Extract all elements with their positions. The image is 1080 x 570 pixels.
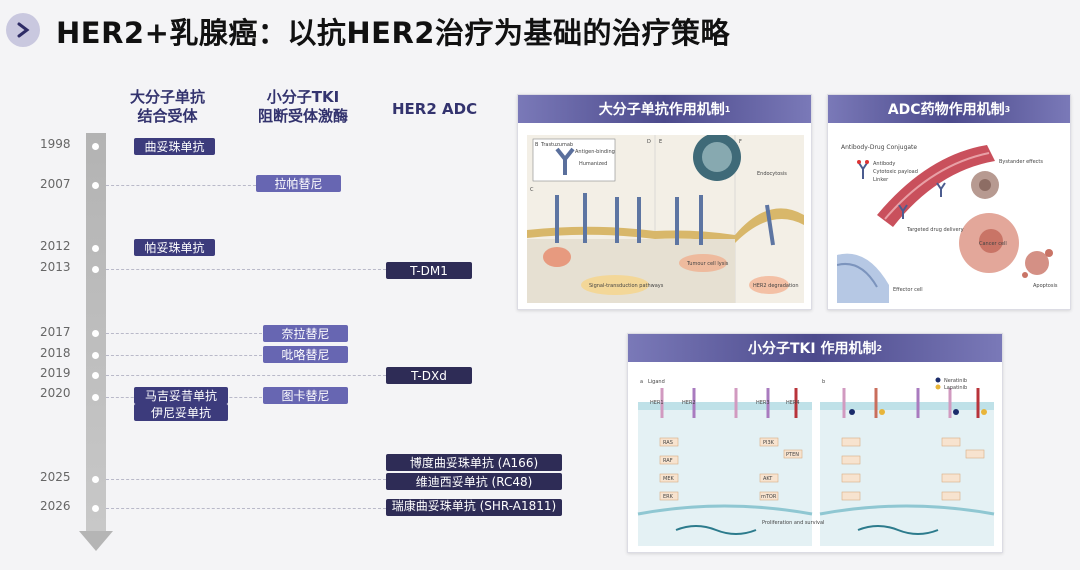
fig-label: Cytotoxic payload	[873, 169, 918, 175]
fig-label: Linker	[873, 177, 889, 183]
year-label: 2025	[40, 470, 71, 484]
adc-mechanism-figure: Antibody-Drug Conjugate Antibody Cytotox…	[837, 135, 1063, 303]
guide-line	[106, 508, 386, 509]
fig-label: PTEN	[786, 452, 799, 458]
drug-tag-trastuzumab: 曲妥珠单抗	[134, 138, 215, 155]
fig-label: HER2	[682, 400, 696, 406]
drug-tag-pyrotinib: 吡咯替尼	[263, 346, 348, 363]
fig-label: B	[535, 142, 539, 148]
guide-line	[106, 375, 386, 376]
timeline-dot	[92, 394, 99, 401]
fig-label: PI3K	[763, 440, 775, 446]
mab-mechanism-figure: B Trastuzumab Antigen-binding Humanized …	[527, 135, 804, 303]
column-heading-mab: 大分子单抗结合受体	[130, 88, 206, 125]
guide-line	[106, 269, 386, 270]
fig-label: Bystander effects	[999, 159, 1043, 165]
timeline-dot	[92, 352, 99, 359]
drug-tag-tdm1: T-DM1	[386, 262, 472, 279]
year-label: 2017	[40, 325, 71, 339]
fig-label: Antigen-binding	[575, 149, 615, 155]
year-label: 1998	[40, 137, 71, 151]
drug-tag-margetuximab: 马吉妥昔单抗	[134, 387, 228, 404]
tki-panel-a	[637, 402, 813, 546]
year-label: 2012	[40, 239, 71, 253]
fig-label: Humanized	[579, 161, 607, 167]
timeline-dot	[92, 372, 99, 379]
fig-label: Trastuzumab	[540, 142, 573, 148]
drug-tag-lapatinib: 拉帕替尼	[256, 175, 341, 192]
drug-tag-inetetamab: 伊尼妥单抗	[134, 404, 228, 421]
fig-label: Apoptosis	[1033, 283, 1058, 289]
tki-mechanism-figure: a Ligand b HER1 HER2 HER3 HER4 RAS RAF M…	[636, 374, 996, 546]
fig-label: Effector cell	[893, 287, 923, 293]
fig-label: Targeted drug delivery	[906, 227, 964, 233]
fig-label: mTOR	[761, 494, 777, 500]
year-label: 2007	[40, 177, 71, 191]
column-heading-adc: HER2 ADC	[392, 100, 478, 118]
timeline-arrow-icon	[79, 531, 113, 551]
year-label: 2018	[40, 346, 71, 360]
drug-tag-tucatinib: 图卡替尼	[263, 387, 348, 404]
fig-label: Tumour cell lysis	[686, 261, 729, 267]
timeline-dot	[92, 330, 99, 337]
fig-label: RAF	[663, 458, 673, 464]
drug-tag-shr1811: 瑞康曲妥珠单抗 (SHR-A1811)	[386, 499, 562, 516]
fig-label: HER1	[650, 400, 664, 406]
timeline-dot	[92, 476, 99, 483]
fig-label: Antibody	[873, 161, 895, 167]
guide-line	[106, 479, 386, 480]
fig-label: MEK	[663, 476, 674, 482]
fig-label: Ligand	[648, 379, 665, 385]
timeline-dot	[92, 182, 99, 189]
guide-line	[106, 333, 262, 334]
fig-label: E	[659, 139, 662, 145]
fig-label: Lapatinib	[944, 385, 967, 391]
fig-label: F	[739, 139, 742, 145]
timeline-dot	[92, 505, 99, 512]
timeline-dot	[92, 143, 99, 150]
year-label: 2020	[40, 386, 71, 400]
fig-label: HER4	[786, 400, 800, 406]
fig-label: Signal-transduction pathways	[589, 283, 664, 289]
fig-label: Endocytosis	[757, 171, 787, 177]
drug-tag-a166: 博度曲妥珠单抗 (A166)	[386, 454, 562, 471]
fig-label: HER2 degradation	[753, 283, 799, 289]
page-title: HER2+乳腺癌：以抗HER2治疗为基础的治疗策略	[56, 16, 730, 50]
guide-line	[106, 185, 256, 186]
fig-label: Antibody-Drug Conjugate	[841, 144, 917, 151]
fig-label: RAS	[663, 440, 673, 446]
year-label: 2019	[40, 366, 71, 380]
fig-label: Proliferation and survival	[762, 520, 824, 526]
fig-label: D	[647, 139, 651, 145]
drug-tag-pertuzumab: 帕妥珠单抗	[134, 239, 215, 256]
fig-label: ERK	[663, 494, 674, 500]
year-label: 2026	[40, 499, 71, 513]
fig-label: Cancer cell	[979, 241, 1007, 247]
drug-tag-rc48: 维迪西妥单抗 (RC48)	[386, 473, 562, 490]
timeline-dot	[92, 245, 99, 252]
fig-label: Neratinib	[944, 378, 967, 384]
fig-label: C	[530, 187, 534, 193]
drug-tag-tdxd: T-DXd	[386, 367, 472, 384]
fig-label: AKT	[763, 476, 773, 482]
timeline-dot	[92, 266, 99, 273]
header-chevron-icon	[6, 13, 40, 47]
fig-label: a	[640, 379, 643, 385]
guide-line	[106, 355, 262, 356]
fig-label: HER3	[756, 400, 770, 406]
fig-label: b	[822, 379, 825, 385]
drug-tag-neratinib: 奈拉替尼	[263, 325, 348, 342]
year-label: 2013	[40, 260, 71, 274]
